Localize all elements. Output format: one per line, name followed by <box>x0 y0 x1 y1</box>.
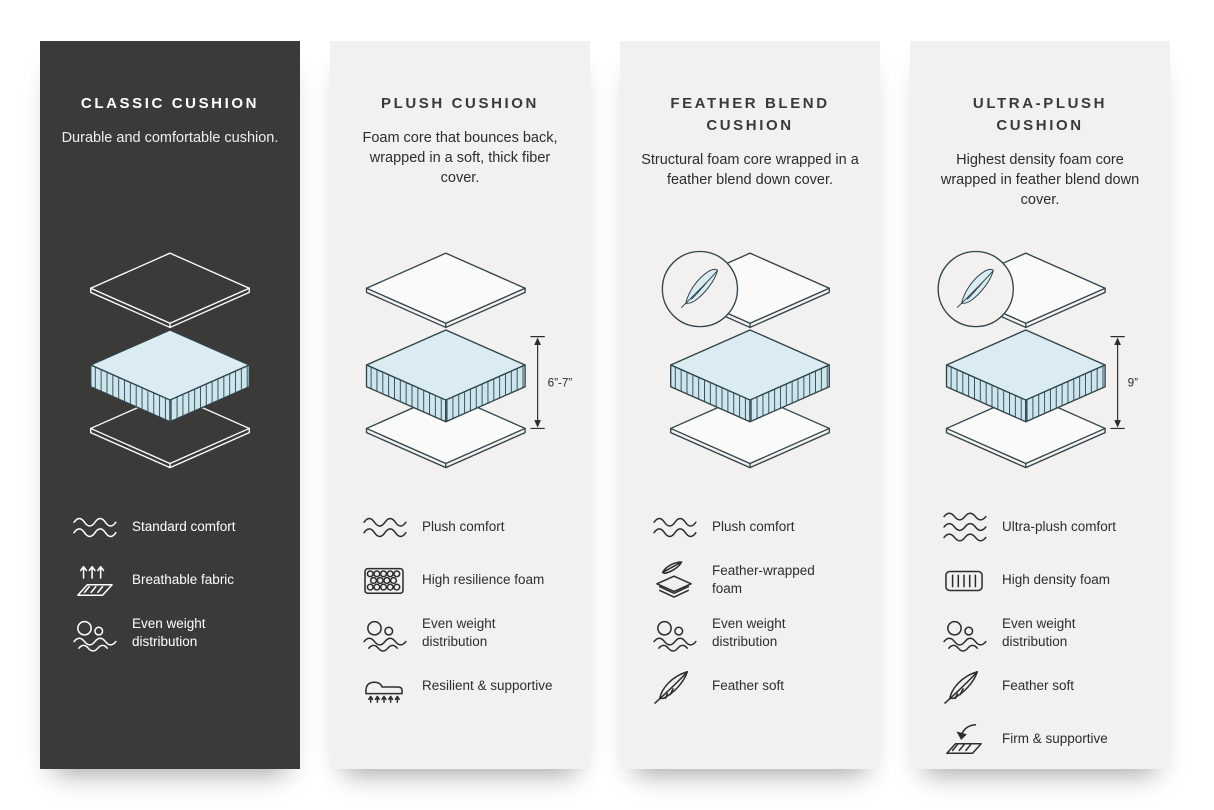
feature-row: Even weight distribution <box>360 613 572 653</box>
feature-label: Even weight distribution <box>1002 616 1076 649</box>
card-header: PLUSH CUSHION Foam core that bounces bac… <box>348 41 572 249</box>
card-header: ULTRA-PLUSH CUSHION Highest density foam… <box>928 41 1152 249</box>
card-description: Durable and comfortable cushion. <box>61 129 279 146</box>
feature-label: Ultra-plush comfort <box>1002 519 1117 535</box>
card-header: CLASSIC CUSHION Durable and comfortable … <box>58 41 282 249</box>
feature-row: Even weight distribution <box>70 613 282 653</box>
even-weight-icon <box>650 614 698 652</box>
cushion-layers-diagram: 6”-7” <box>348 249 572 475</box>
card-description: Foam core that bounces back, wrapped in … <box>362 129 558 186</box>
waves-comfort-icon <box>70 508 118 546</box>
breathable-fabric-icon <box>70 561 118 599</box>
height-measurement-label: 9” <box>1128 377 1138 390</box>
feature-label: Resilient & supportive <box>422 678 553 694</box>
feature-row: Plush comfort <box>360 507 572 547</box>
firm-supportive-icon <box>940 720 988 758</box>
waves-comfort-icon <box>360 508 408 546</box>
feature-label: Even weight distribution <box>132 616 206 649</box>
resilient-supportive-icon <box>360 667 408 705</box>
ultra-plush-cushion-card: ULTRA-PLUSH CUSHION Highest density foam… <box>910 41 1170 769</box>
feature-row: Even weight distribution <box>650 613 862 653</box>
cushion-stack-illustration: 9” <box>937 250 1138 469</box>
classic-cushion-card: CLASSIC CUSHION Durable and comfortable … <box>40 41 300 769</box>
feather-soft-icon <box>940 667 988 705</box>
cushion-stack-illustration <box>661 250 830 469</box>
card-description: Structural foam core wrapped in a feathe… <box>641 151 859 188</box>
feature-row: High resilience foam <box>360 560 572 600</box>
card-title: ULTRA-PLUSH CUSHION <box>972 95 1108 134</box>
feature-row: Even weight distribution <box>940 613 1152 653</box>
feature-label: Even weight distribution <box>712 616 786 649</box>
high-resilience-foam-icon <box>360 561 408 599</box>
feather-soft-icon <box>650 667 698 705</box>
feature-label: Feather soft <box>1002 678 1075 694</box>
feature-label: Even weight distribution <box>422 616 496 649</box>
feather-badge <box>661 250 739 328</box>
height-measurement: 6”-7” <box>530 336 573 430</box>
feather-blend-cushion-card: FEATHER BLEND CUSHION Structural foam co… <box>620 41 880 769</box>
even-weight-icon <box>70 614 118 652</box>
feature-label: Breathable fabric <box>132 572 235 588</box>
height-measurement-label: 6”-7” <box>548 377 573 390</box>
feature-list: Ultra-plush comfort High density foam Ev… <box>928 507 1152 759</box>
high-density-foam-icon <box>940 561 988 599</box>
even-weight-icon <box>940 614 988 652</box>
feature-label: Plush comfort <box>712 519 795 535</box>
feature-row: Plush comfort <box>650 507 862 547</box>
feature-row: Ultra-plush comfort <box>940 507 1152 547</box>
cushion-layers-diagram <box>58 249 282 475</box>
feature-label: Firm & supportive <box>1002 731 1108 747</box>
feature-label: High resilience foam <box>422 572 545 588</box>
feature-row: Feather soft <box>940 666 1152 706</box>
feature-row: Standard comfort <box>70 507 282 547</box>
card-header: FEATHER BLEND CUSHION Structural foam co… <box>638 41 862 249</box>
feature-row: Resilient & supportive <box>360 666 572 706</box>
feature-label: Plush comfort <box>422 519 505 535</box>
card-title: FEATHER BLEND CUSHION <box>670 95 830 134</box>
cushion-layers-diagram: 9” <box>928 249 1152 475</box>
feature-label: Feather soft <box>712 678 785 694</box>
cushion-stack-illustration <box>90 252 250 469</box>
plush-cushion-card: PLUSH CUSHION Foam core that bounces bac… <box>330 41 590 769</box>
card-title: CLASSIC CUSHION <box>80 95 260 112</box>
feature-list: Standard comfort Breathable fabric Even … <box>58 507 282 653</box>
waves-comfort-icon <box>940 508 988 546</box>
feature-row: Feather-wrapped foam <box>650 560 862 600</box>
height-measurement: 9” <box>1110 336 1138 430</box>
card-description: Highest density foam core wrapped in fea… <box>940 151 1140 208</box>
cushion-stack-illustration: 6”-7” <box>365 252 573 469</box>
feature-row: High density foam <box>940 560 1152 600</box>
feather-wrapped-foam-icon <box>650 561 698 599</box>
cushion-comparison-board: CLASSIC CUSHION Durable and comfortable … <box>40 41 1170 769</box>
waves-comfort-icon <box>650 508 698 546</box>
cushion-layers-diagram <box>638 249 862 475</box>
feature-label: Feather-wrapped foam <box>712 563 815 596</box>
card-title: PLUSH CUSHION <box>381 95 539 112</box>
feature-row: Breathable fabric <box>70 560 282 600</box>
feature-list: Plush comfort High resilience foam Even … <box>348 507 572 706</box>
feature-label: High density foam <box>1002 572 1111 588</box>
even-weight-icon <box>360 614 408 652</box>
feather-badge <box>937 250 1014 328</box>
feature-label: Standard comfort <box>132 519 236 535</box>
feature-row: Feather soft <box>650 666 862 706</box>
feature-list: Plush comfort Feather-wrapped foam Even … <box>638 507 862 706</box>
feature-row: Firm & supportive <box>940 719 1152 759</box>
